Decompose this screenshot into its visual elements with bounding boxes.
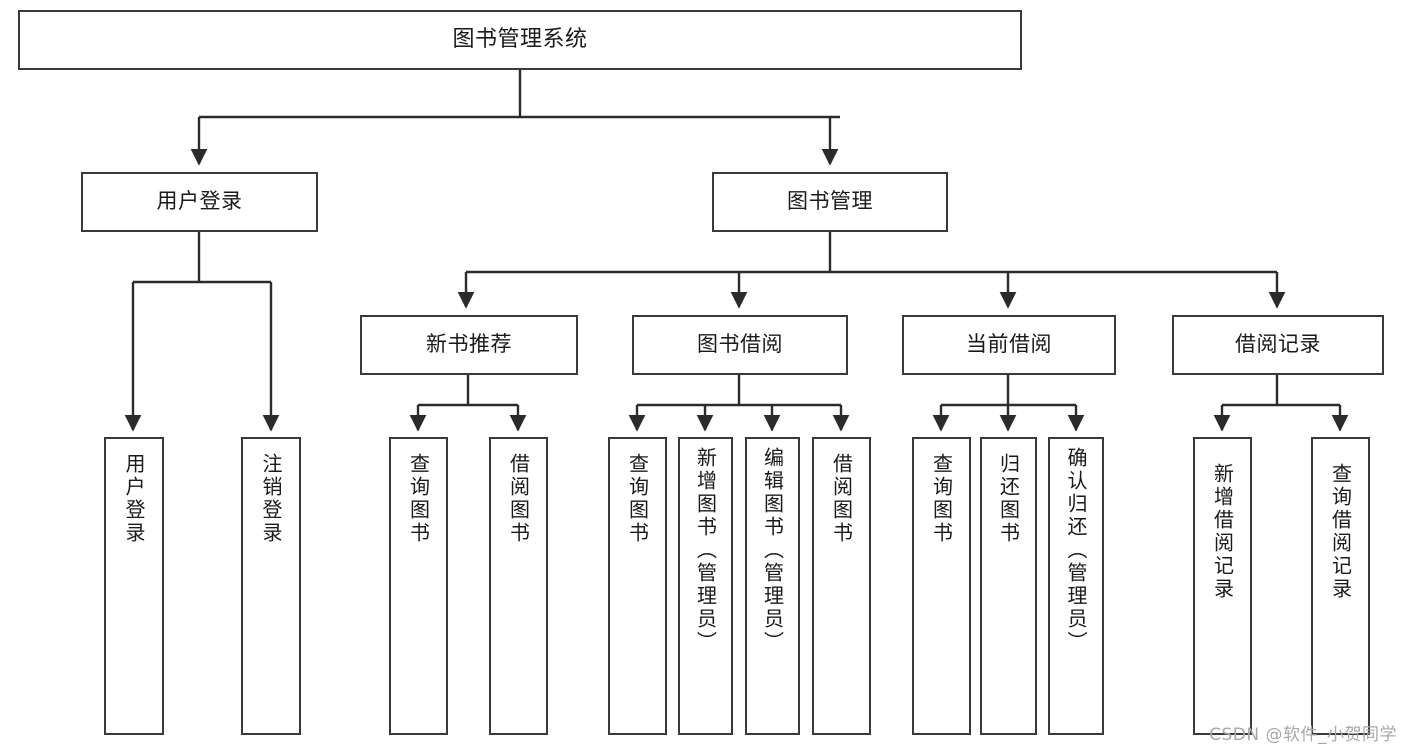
node-label: 新书推荐 xyxy=(426,332,512,357)
node-label: 确认归还（管理员） xyxy=(1064,447,1088,654)
node-leaf-query-book-current[interactable]: 查询图书 xyxy=(912,437,971,735)
node-label: 查询图书 xyxy=(625,453,650,545)
node-label: 借阅图书 xyxy=(506,453,531,545)
node-label: 新增借阅记录 xyxy=(1210,463,1235,601)
node-label: 新增图书（管理员） xyxy=(693,447,718,654)
node-label: 用户登录 xyxy=(156,189,243,214)
node-label: 用户登录 xyxy=(122,453,146,545)
node-leaf-logout-login[interactable]: 注销登录 xyxy=(241,437,301,735)
node-book-management-system[interactable]: 图书管理系统 xyxy=(18,10,1022,70)
node-leaf-edit-book[interactable]: 编辑图书（管理员） xyxy=(745,437,800,735)
node-label: 注销登录 xyxy=(259,453,283,545)
node-current-borrow[interactable]: 当前借阅 xyxy=(902,315,1116,375)
node-book-borrow[interactable]: 图书借阅 xyxy=(632,315,848,375)
node-book-management[interactable]: 图书管理 xyxy=(712,172,948,232)
node-leaf-borrow-book[interactable]: 借阅图书 xyxy=(812,437,871,735)
node-leaf-return-book[interactable]: 归还图书 xyxy=(980,437,1037,735)
node-label: 图书借阅 xyxy=(697,332,783,357)
node-label: 借阅图书 xyxy=(829,453,854,545)
node-borrow-record[interactable]: 借阅记录 xyxy=(1172,315,1384,375)
node-label: 图书管理 xyxy=(787,189,873,214)
node-label: 查询图书 xyxy=(929,453,954,545)
node-label: 查询借阅记录 xyxy=(1328,463,1353,601)
node-user-login[interactable]: 用户登录 xyxy=(81,172,318,232)
node-label: 归还图书 xyxy=(996,453,1021,545)
node-leaf-user-login[interactable]: 用户登录 xyxy=(104,437,164,735)
node-leaf-query-book-borrow[interactable]: 查询图书 xyxy=(608,437,667,735)
node-leaf-borrow-book-recommend[interactable]: 借阅图书 xyxy=(489,437,548,735)
node-leaf-confirm-return[interactable]: 确认归还（管理员） xyxy=(1048,437,1104,735)
node-leaf-query-borrow-record[interactable]: 查询借阅记录 xyxy=(1311,437,1370,735)
node-label: 图书管理系统 xyxy=(452,26,588,52)
node-new-book-recommend[interactable]: 新书推荐 xyxy=(360,315,578,375)
node-label: 借阅记录 xyxy=(1235,332,1321,357)
csdn-watermark: CSDN @软件_小贺同学 xyxy=(1209,725,1397,745)
node-leaf-add-borrow-record[interactable]: 新增借阅记录 xyxy=(1193,437,1252,735)
node-label: 当前借阅 xyxy=(966,332,1052,357)
node-label: 查询图书 xyxy=(406,453,431,545)
node-leaf-query-book-recommend[interactable]: 查询图书 xyxy=(389,437,448,735)
node-label: 编辑图书（管理员） xyxy=(760,447,785,654)
node-leaf-add-book[interactable]: 新增图书（管理员） xyxy=(678,437,733,735)
